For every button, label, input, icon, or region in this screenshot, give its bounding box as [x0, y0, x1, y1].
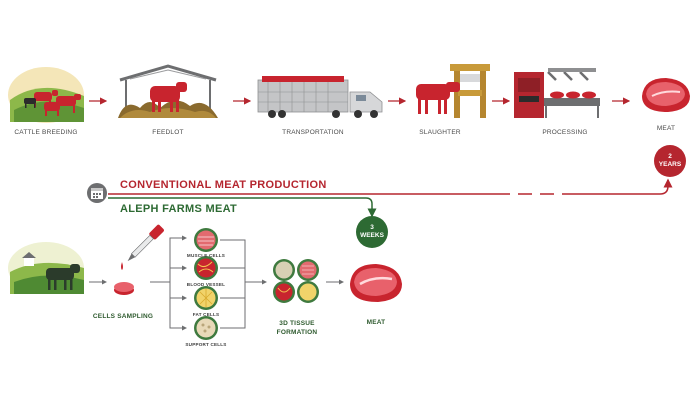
support-cells-label: SUPPORT CELLS	[185, 342, 227, 347]
two-years-badge: 2 YEARS	[654, 145, 686, 177]
merge-arrows	[220, 239, 267, 329]
step-label-transportation: TRANSPORTATION	[282, 129, 344, 136]
muscle-cells-label: MUSCLE CELLS	[186, 253, 226, 258]
aleph-title: ALEPH FARMS MEAT	[120, 203, 238, 215]
steak-icon	[642, 78, 690, 112]
fat-cells-icon	[194, 286, 218, 310]
branch-arrows	[150, 235, 187, 331]
muscle-cells-icon	[194, 228, 218, 252]
step-label-processing: PROCESSING	[542, 129, 588, 136]
calendar-icon	[87, 183, 107, 203]
truck-icon	[257, 76, 383, 118]
tissue-formation-icon	[273, 259, 319, 303]
step-label-meat: MEAT	[656, 125, 676, 132]
farm-cow-icon	[8, 242, 84, 294]
step-label-feedlot: FEEDLOT	[152, 129, 184, 136]
feedlot-icon	[118, 64, 218, 118]
cattle-breeding-icon	[8, 67, 84, 123]
pipette-icon	[121, 224, 164, 270]
step-label-slaughter: SLAUGHTER	[419, 129, 461, 136]
fat-cells-label: FAT CELLS	[192, 312, 220, 317]
three-weeks-badge: 3 WEEKS	[356, 216, 388, 248]
conveyor-icon	[514, 68, 600, 118]
cultured-steak-icon	[350, 264, 402, 302]
guillotine-icon	[416, 64, 490, 118]
aleph-meat-label: MEAT	[366, 319, 386, 326]
aleph-timeline	[108, 197, 377, 218]
step-label-cattle-breeding: CATTLE BREEDING	[14, 129, 78, 136]
cells-sampling-label: CELLS SAMPLING	[92, 313, 154, 320]
conventional-title: CONVENTIONAL MEAT PRODUCTION	[120, 179, 327, 191]
blood-vessel-label: BLOOD VESSEL	[186, 282, 226, 287]
petri-dish-icon	[114, 282, 134, 295]
blood-vessel-icon	[194, 256, 218, 280]
support-cells-icon	[194, 316, 218, 340]
tissue-formation-label: 3D TISSUE FORMATION	[276, 320, 318, 336]
